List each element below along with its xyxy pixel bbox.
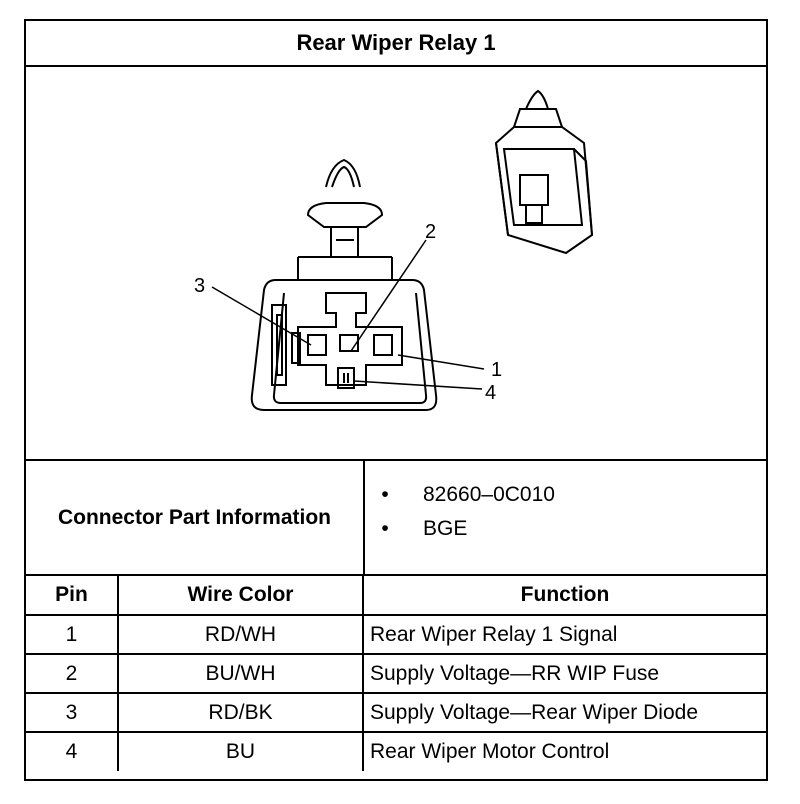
header-function: Function [362, 576, 766, 616]
pin-cell: 2 [26, 653, 119, 694]
function-cell: Rear Wiper Relay 1 Signal [362, 614, 766, 655]
list-item: • 82660–0C010 [381, 483, 555, 507]
bullet-icon: • [381, 483, 389, 506]
pin-cell: 1 [26, 614, 119, 655]
connector-info-label: Connector Part Information [26, 461, 365, 576]
function-cell: Supply Voltage—RR WIP Fuse [362, 653, 766, 694]
header-pin: Pin [26, 576, 119, 616]
pin-cell: 4 [26, 731, 119, 771]
wire-color-cell: RD/WH [117, 614, 364, 655]
table-row: 3 RD/BK Supply Voltage—Rear Wiper Diode [26, 692, 766, 733]
pin-table: Pin Wire Color Function 1 RD/WH Rear Wip… [26, 576, 766, 771]
connector-body [250, 279, 438, 411]
list-item: • BGE [381, 517, 468, 541]
cavity-outline [297, 292, 403, 386]
callout-3: 3 [194, 275, 205, 297]
function-cell: Supply Voltage—Rear Wiper Diode [362, 692, 766, 733]
part-code: BGE [423, 517, 468, 540]
table-header-row: Pin Wire Color Function [26, 576, 766, 616]
part-number: 82660–0C010 [423, 483, 555, 506]
table-row: 2 BU/WH Supply Voltage—RR WIP Fuse [26, 653, 766, 694]
table-row: 1 RD/WH Rear Wiper Relay 1 Signal [26, 614, 766, 655]
retaining-clip [325, 158, 361, 188]
connector-info-list: • 82660–0C010 • BGE [365, 461, 766, 576]
pin-cell: 3 [26, 692, 119, 733]
connector-sheet: Rear Wiper Relay 1 [24, 19, 768, 781]
function-cell: Rear Wiper Motor Control [362, 731, 766, 771]
callout-2: 2 [425, 221, 436, 243]
header-wire-color: Wire Color [117, 576, 364, 616]
callout-4: 4 [485, 382, 496, 404]
connector-diagram: 1 2 3 4 [26, 65, 766, 461]
callout-1: 1 [491, 359, 502, 381]
table-row: 4 BU Rear Wiper Motor Control [26, 731, 766, 771]
wire-color-cell: RD/BK [117, 692, 364, 733]
connector-3d-view [494, 89, 594, 255]
wire-color-cell: BU [117, 731, 364, 771]
page-title: Rear Wiper Relay 1 [26, 21, 766, 67]
wire-color-cell: BU/WH [117, 653, 364, 694]
bullet-icon: • [381, 517, 389, 540]
connector-illustration: 1 2 3 4 [194, 89, 594, 411]
